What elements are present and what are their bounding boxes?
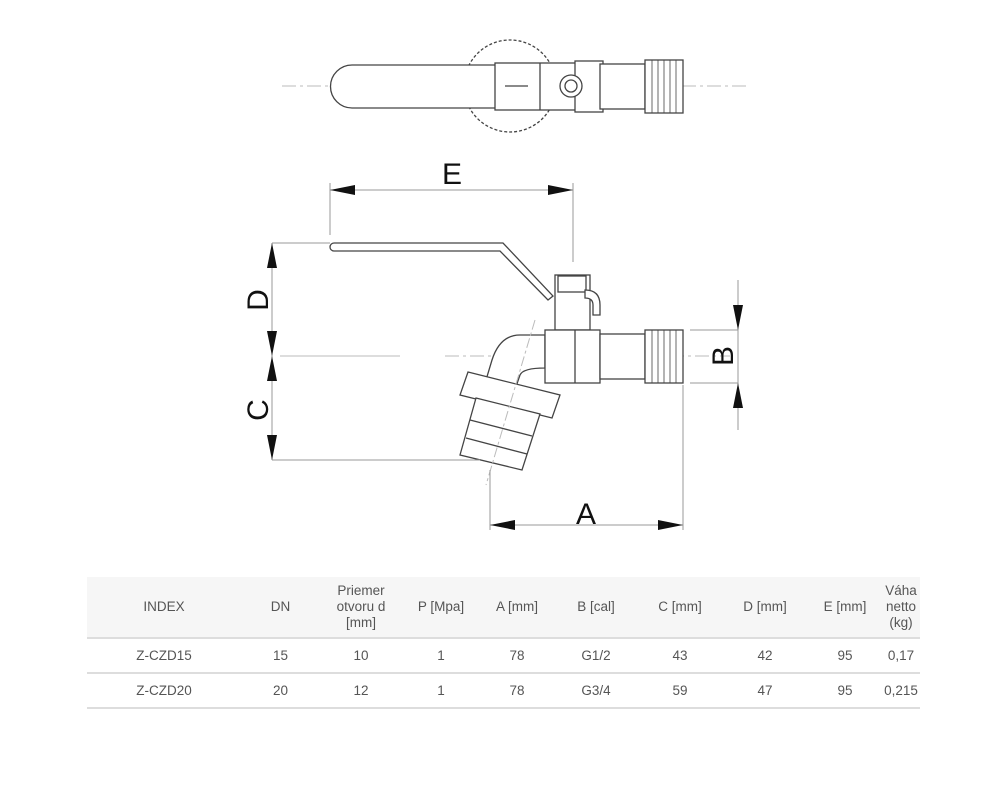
cell: 20 xyxy=(241,673,320,709)
col-p: P [Mpa] xyxy=(402,577,480,639)
dim-label-a: A xyxy=(576,498,596,531)
cell: Z-CZD15 xyxy=(87,638,241,674)
cell: Z-CZD20 xyxy=(87,673,241,709)
cell: 78 xyxy=(480,638,554,674)
cell: 0,215 xyxy=(882,673,920,709)
cell: 12 xyxy=(320,673,402,709)
col-vaha: Váha netto (kg) xyxy=(882,577,920,639)
valve-body xyxy=(544,329,601,384)
cell: G1/2 xyxy=(554,638,638,674)
col-d: D [mm] xyxy=(722,577,808,639)
col-b: B [cal] xyxy=(554,577,638,639)
valve-technical-drawing: E A D C B xyxy=(242,39,750,531)
cell: 95 xyxy=(808,673,882,709)
cell: 95 xyxy=(808,638,882,674)
cell: 1 xyxy=(402,673,480,709)
dim-label-c: C xyxy=(242,399,275,421)
dimensions-table: INDEX DN Priemer otvoru d [mm] P [Mpa] A… xyxy=(87,577,920,709)
col-a: A [mm] xyxy=(480,577,554,639)
dim-label-e: E xyxy=(442,158,462,191)
cell: 1 xyxy=(402,638,480,674)
col-e: E [mm] xyxy=(808,577,882,639)
cell: 43 xyxy=(638,638,722,674)
col-dn: DN xyxy=(241,577,320,639)
col-priemer: Priemer otvoru d [mm] xyxy=(320,577,402,639)
cell: 0,17 xyxy=(882,638,920,674)
col-c: C [mm] xyxy=(638,577,722,639)
dim-label-d: D xyxy=(242,289,275,311)
cell: 10 xyxy=(320,638,402,674)
cell: 59 xyxy=(638,673,722,709)
cell: 47 xyxy=(722,673,808,709)
dim-label-b: B xyxy=(707,346,740,366)
cell: G3/4 xyxy=(554,673,638,709)
lever-side xyxy=(329,242,554,301)
knurled-nut xyxy=(459,371,561,419)
col-index: INDEX xyxy=(87,577,241,639)
cell: 15 xyxy=(241,638,320,674)
cell: 78 xyxy=(480,673,554,709)
cell: 42 xyxy=(722,638,808,674)
table-header-row: INDEX DN Priemer otvoru d [mm] P [Mpa] A… xyxy=(87,577,920,639)
